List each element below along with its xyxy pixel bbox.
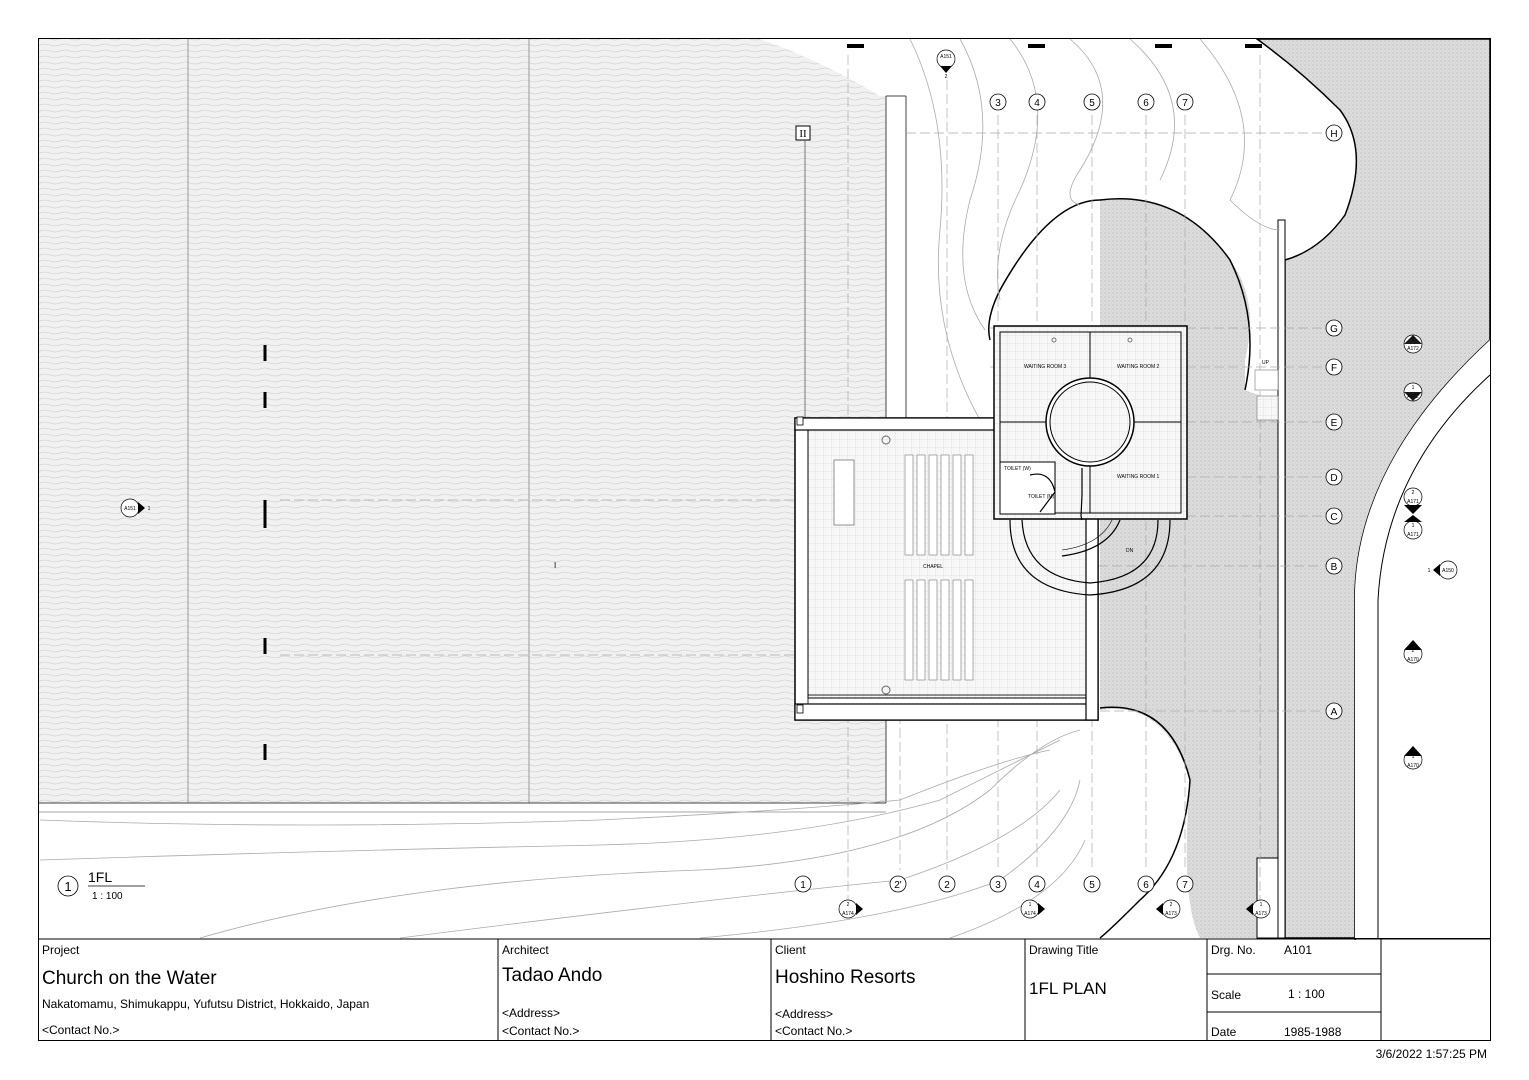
grid-top-3: 3 bbox=[995, 98, 1001, 109]
callout-r172a-sheet: A172 bbox=[1407, 346, 1419, 352]
room-chapel: CHAPEL bbox=[923, 564, 943, 570]
title-block-drawing: Drawing Title 1FL PLAN bbox=[1025, 939, 1207, 1041]
callout-b174a-num: 2 bbox=[847, 902, 850, 908]
grid-top-4: 4 bbox=[1034, 98, 1040, 109]
grid-right-f: F bbox=[1331, 363, 1337, 374]
callout-r172b-num: 1 bbox=[1412, 385, 1415, 391]
grid-bottom-3: 3 bbox=[995, 880, 1001, 891]
client-address: <Address> bbox=[775, 1007, 834, 1021]
grid-top-6: 6 bbox=[1143, 98, 1149, 109]
print-timestamp: 3/6/2022 1:57:25 PM bbox=[1375, 1047, 1487, 1061]
callout-b173b-sheet: A173 bbox=[1255, 911, 1267, 917]
project-name: Church on the Water bbox=[42, 968, 217, 989]
grid-bottom-7: 7 bbox=[1182, 880, 1188, 891]
grid-right-c: C bbox=[1330, 512, 1337, 523]
grid-bottom-2p: 2' bbox=[894, 880, 902, 891]
drawing-title-label: Drawing Title bbox=[1029, 943, 1099, 957]
view-name: 1FL bbox=[88, 869, 112, 885]
callout-r171b-sheet: A171 bbox=[1407, 532, 1419, 538]
callout-top-sheet: A151 bbox=[940, 54, 952, 60]
architect-address: <Address> bbox=[502, 1006, 561, 1020]
client-name: Hoshino Resorts bbox=[775, 967, 916, 988]
date-label: Date bbox=[1211, 1025, 1237, 1039]
grid-right-h: H bbox=[1330, 129, 1337, 140]
grid-right-g: G bbox=[1330, 324, 1338, 335]
project-contact: <Contact No.> bbox=[42, 1023, 120, 1037]
callout-left-sheet: A151 bbox=[124, 506, 136, 512]
client-label: Client bbox=[775, 943, 806, 957]
callout-b174b-num: 1 bbox=[1029, 902, 1032, 908]
section-marker: II bbox=[799, 128, 807, 140]
grid-right-b: B bbox=[1331, 562, 1338, 573]
architect-name: Tadao Ando bbox=[502, 965, 603, 986]
title-block-client: Client Hoshino Resorts <Address> <Contac… bbox=[771, 939, 1025, 1041]
callout-r150-num: 1 bbox=[1428, 568, 1431, 574]
scale-value: 1 : 100 bbox=[1288, 987, 1325, 1001]
title-block-meta: Drg. No. A101 Scale 1 : 100 Date 1985-19… bbox=[1207, 939, 1381, 1041]
terrain-contours bbox=[39, 38, 1281, 939]
stair-up: UP bbox=[1262, 360, 1270, 366]
callout-b173a-sheet: A173 bbox=[1165, 911, 1177, 917]
callout-r150-sheet: A150 bbox=[1442, 568, 1454, 574]
callout-b174a-sheet: A174 bbox=[842, 911, 854, 917]
callout-top-num: 2 bbox=[945, 74, 948, 80]
room-waiting-1: WAITING ROOM 1 bbox=[1117, 474, 1160, 480]
callout-r170a-num: 2 bbox=[1412, 648, 1415, 654]
grid-bottom-1: 1 bbox=[800, 880, 806, 891]
room-toilet-m: TOILET (M) bbox=[1028, 494, 1055, 500]
grid-right-a: A bbox=[1331, 707, 1338, 718]
title-block-project: Project Church on the Water Nakatomamu, … bbox=[38, 939, 498, 1041]
date-value: 1985-1988 bbox=[1284, 1025, 1342, 1039]
grid-top-7: 7 bbox=[1182, 98, 1188, 109]
drawing-title-value: 1FL PLAN bbox=[1029, 979, 1107, 998]
project-address: Nakatomamu, Shimukappu, Yufutsu District… bbox=[42, 997, 370, 1011]
view-number: 1 bbox=[64, 879, 71, 894]
stair-dn: DN bbox=[1126, 548, 1134, 554]
drg-no-value: A101 bbox=[1284, 943, 1313, 957]
scale-label: Scale bbox=[1211, 988, 1242, 1002]
callout-r170b-num: 1 bbox=[1412, 754, 1415, 760]
callout-r171a-sheet: A171 bbox=[1407, 499, 1419, 505]
client-contact: <Contact No.> bbox=[775, 1024, 853, 1038]
waiting-block bbox=[993, 325, 1188, 521]
grid-right-d: D bbox=[1330, 473, 1337, 484]
title-block-architect: Architect Tadao Ando <Address> <Contact … bbox=[498, 939, 771, 1041]
view-scale: 1 : 100 bbox=[92, 891, 123, 902]
callout-r171b-num: 1 bbox=[1412, 523, 1415, 529]
water-pond bbox=[39, 39, 886, 803]
callout-r170a-sheet: A170 bbox=[1407, 657, 1419, 663]
grid-right-e: E bbox=[1331, 418, 1338, 429]
callout-r170b-sheet: A170 bbox=[1407, 763, 1419, 769]
architect-label: Architect bbox=[502, 943, 549, 957]
project-label: Project bbox=[42, 943, 80, 957]
callout-r171a-num: 2 bbox=[1412, 490, 1415, 496]
spiral-stair bbox=[1009, 519, 1171, 596]
room-toilet-w: TOILET (W) bbox=[1004, 466, 1031, 472]
grid-bottom-4: 4 bbox=[1034, 880, 1040, 891]
grid-bottom-2: 2 bbox=[944, 880, 950, 891]
grid-bottom-6: 6 bbox=[1143, 880, 1149, 891]
drg-no-label: Drg. No. bbox=[1211, 943, 1256, 957]
room-waiting-3: WAITING ROOM 3 bbox=[1024, 364, 1067, 370]
grid-bottom-5: 5 bbox=[1089, 880, 1095, 891]
callout-r172b-sheet: A172 bbox=[1407, 394, 1419, 400]
callout-b173a-num: 2 bbox=[1170, 902, 1173, 908]
grid-top-5: 5 bbox=[1089, 98, 1095, 109]
callout-b173b-num: 1 bbox=[1260, 902, 1263, 908]
callout-r172a-num: 2 bbox=[1412, 337, 1415, 343]
svg-text:I: I bbox=[554, 561, 556, 570]
callout-b174b-sheet: A174 bbox=[1024, 911, 1036, 917]
callout-left-num: 1 bbox=[148, 506, 151, 512]
architect-contact: <Contact No.> bbox=[502, 1024, 580, 1038]
room-waiting-2: WAITING ROOM 2 bbox=[1117, 364, 1160, 370]
